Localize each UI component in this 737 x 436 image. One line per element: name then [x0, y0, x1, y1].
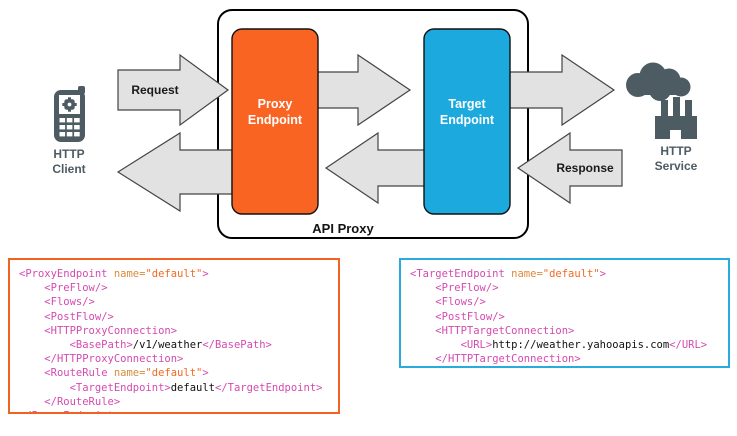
target-endpoint-node[interactable]: Target Endpoint: [423, 28, 511, 215]
proxy-endpoint-code-text: <ProxyEndpoint name="default"> <PreFlow/…: [19, 268, 323, 412]
target-endpoint-label-line2: Endpoint: [440, 113, 495, 127]
proxy-endpoint-label-line2: Endpoint: [248, 113, 303, 127]
cloud-factory-icon: [626, 62, 697, 139]
arrow-proxy-to-target: [317, 53, 412, 127]
target-endpoint-box[interactable]: [423, 28, 511, 215]
api-proxy-diagram: Request Response Proxy Endpoint: [52, 9, 698, 239]
diagram-canvas: Request Response Proxy Endpoint: [52, 9, 698, 239]
http-client-label-line1: HTTP: [53, 147, 84, 161]
http-client-label-line2: Client: [52, 162, 85, 176]
arrow-label-request: Request: [131, 83, 178, 97]
arrow-service-to-target: Response: [516, 131, 623, 205]
target-endpoint-label-line1: Target: [448, 97, 486, 111]
arrow-target-to-service: [509, 53, 616, 127]
http-client-actor: HTTP Client: [52, 86, 86, 176]
target-endpoint-code-panel: <TargetEndpoint name="default"> <PreFlow…: [399, 258, 730, 368]
api-proxy-container-label: API Proxy: [312, 221, 374, 236]
arrow-proxy-to-client: [116, 131, 233, 213]
arrow-label-response: Response: [556, 161, 614, 175]
http-service-actor: HTTP Service: [626, 62, 698, 173]
arrow-client-to-proxy: Request: [117, 53, 230, 127]
mobile-phone-gear-icon: [54, 86, 85, 142]
http-service-label-line1: HTTP: [660, 144, 691, 158]
proxy-endpoint-code-panel: <ProxyEndpoint name="default"> <PreFlow/…: [8, 258, 340, 414]
proxy-endpoint-box[interactable]: [231, 28, 319, 215]
http-service-label-line2: Service: [655, 159, 698, 173]
arrow-target-to-proxy: [324, 131, 431, 205]
target-endpoint-code-text: <TargetEndpoint name="default"> <PreFlow…: [410, 268, 708, 366]
proxy-endpoint-label-line1: Proxy: [258, 97, 293, 111]
proxy-endpoint-node[interactable]: Proxy Endpoint: [231, 28, 319, 215]
